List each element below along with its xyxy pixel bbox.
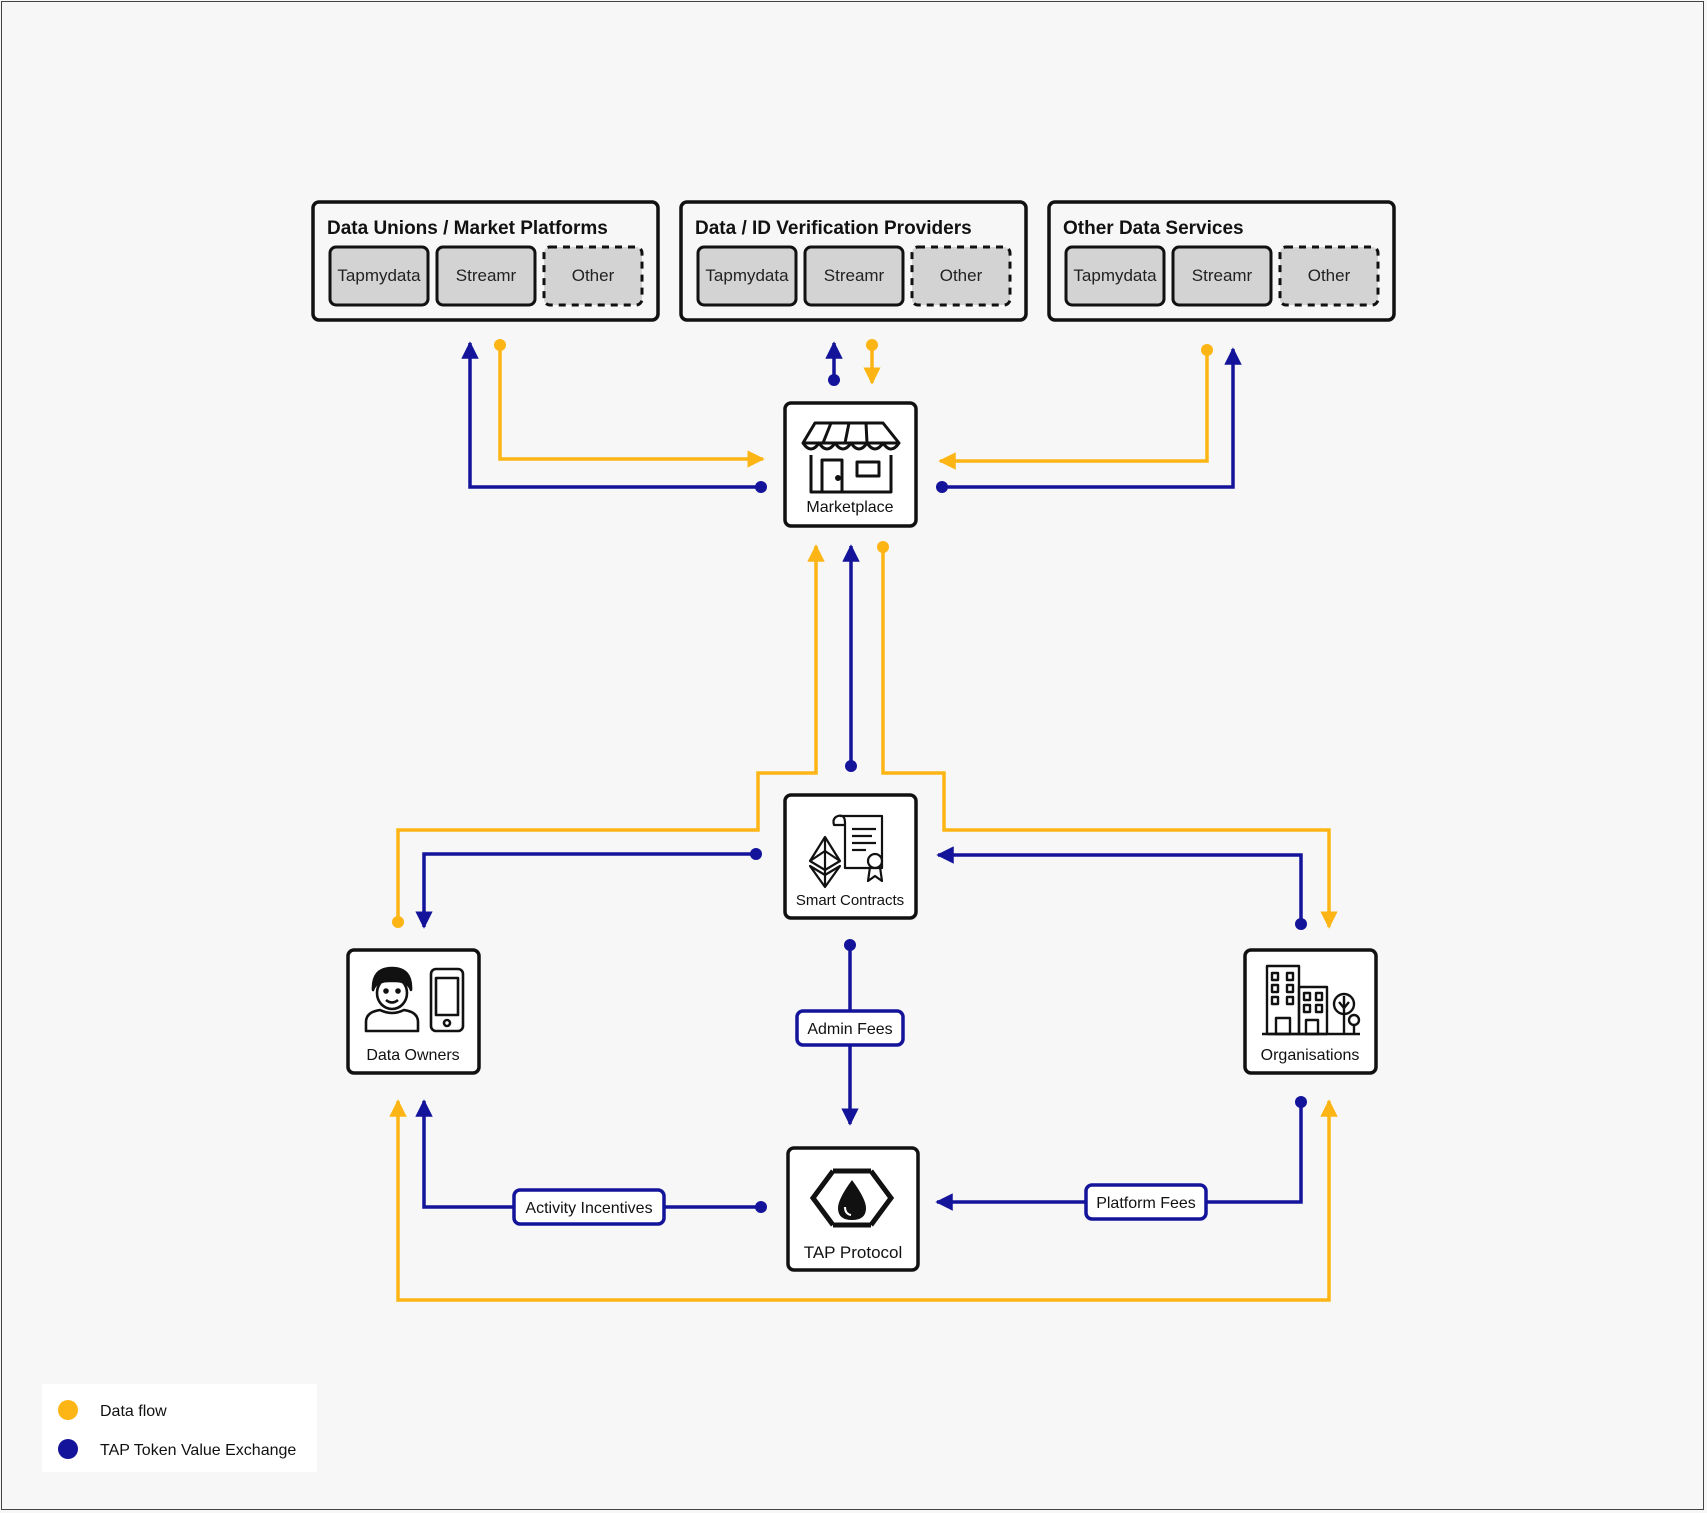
node-label: Organisations bbox=[1261, 1047, 1360, 1064]
connectors bbox=[389, 339, 1338, 1302]
group-verification-providers: Data / ID Verification Providers Tapmyda… bbox=[679, 200, 1028, 322]
svg-text:Streamr: Streamr bbox=[824, 266, 885, 285]
node-label: Data Owners bbox=[366, 1047, 459, 1064]
chip-other[interactable]: Other bbox=[910, 245, 1012, 307]
svg-text:Other: Other bbox=[940, 266, 983, 285]
chip-streamr[interactable]: Streamr bbox=[435, 245, 537, 307]
group-title: Other Data Services bbox=[1063, 218, 1244, 239]
svg-text:Admin Fees: Admin Fees bbox=[807, 1021, 892, 1038]
flow-data-owners-to-marketplace bbox=[396, 544, 825, 922]
chip-other[interactable]: Other bbox=[1278, 245, 1380, 307]
node-label: Marketplace bbox=[806, 499, 893, 516]
svg-text:Tapmydata: Tapmydata bbox=[1073, 266, 1157, 285]
svg-text:Activity Incentives: Activity Incentives bbox=[525, 1200, 652, 1217]
svg-text:Streamr: Streamr bbox=[456, 266, 517, 285]
person-phone-icon bbox=[364, 966, 465, 1033]
node-data-owners[interactable]: Data Owners bbox=[346, 948, 481, 1075]
pill-admin-fees: Admin Fees bbox=[795, 1009, 905, 1047]
group-other-data-services: Other Data Services Tapmydata Streamr Ot… bbox=[1047, 200, 1396, 322]
chip-tapmydata[interactable]: Tapmydata bbox=[696, 245, 798, 307]
ethereum-contract-icon bbox=[808, 814, 884, 889]
svg-text:Other: Other bbox=[572, 266, 615, 285]
svg-text:Streamr: Streamr bbox=[1192, 266, 1253, 285]
flow-data-unions-to-marketplace bbox=[498, 345, 765, 468]
chip-streamr[interactable]: Streamr bbox=[803, 245, 905, 307]
legend-item-data-flow: Data flow bbox=[58, 1400, 167, 1420]
token-marketplace-to-data-unions bbox=[461, 341, 761, 489]
chip-other[interactable]: Other bbox=[542, 245, 644, 307]
token-organisations-to-tap bbox=[935, 1102, 1303, 1211]
svg-text:TAP Token Value Exchange: TAP Token Value Exchange bbox=[100, 1442, 296, 1459]
chip-tapmydata[interactable]: Tapmydata bbox=[328, 245, 430, 307]
group-data-unions: Data Unions / Market Platforms Tapmydata… bbox=[311, 200, 660, 322]
group-title: Data / ID Verification Providers bbox=[695, 218, 972, 239]
token-marketplace-to-other-services bbox=[942, 347, 1242, 489]
token-organisations-to-smart-contracts bbox=[936, 846, 1303, 924]
chip-streamr[interactable]: Streamr bbox=[1171, 245, 1273, 307]
flow-marketplace-to-organisations bbox=[881, 547, 1338, 929]
pill-activity-incentives: Activity Incentives bbox=[512, 1188, 666, 1226]
buildings-icon bbox=[1262, 964, 1361, 1036]
node-marketplace[interactable]: Marketplace bbox=[783, 401, 918, 528]
node-tap-protocol[interactable]: TAP Protocol bbox=[786, 1146, 920, 1272]
node-organisations[interactable]: Organisations bbox=[1243, 948, 1378, 1075]
legend-item-token-exchange: TAP Token Value Exchange bbox=[58, 1439, 296, 1459]
chip-tapmydata[interactable]: Tapmydata bbox=[1064, 245, 1166, 307]
svg-text:Data flow: Data flow bbox=[100, 1403, 167, 1420]
storefront-icon bbox=[801, 421, 901, 494]
token-smart-contracts-to-data-owners bbox=[415, 852, 756, 929]
flow-data-owners-organisations bbox=[389, 1099, 1338, 1302]
legend: Data flow TAP Token Value Exchange bbox=[42, 1384, 317, 1472]
node-label: TAP Protocol bbox=[804, 1243, 903, 1262]
group-title: Data Unions / Market Platforms bbox=[327, 218, 608, 239]
node-smart-contracts[interactable]: Smart Contracts bbox=[783, 793, 918, 920]
flow-other-services-to-marketplace bbox=[938, 350, 1209, 470]
svg-text:Other: Other bbox=[1308, 266, 1351, 285]
svg-text:Platform Fees: Platform Fees bbox=[1096, 1195, 1196, 1212]
node-label: Smart Contracts bbox=[796, 892, 904, 909]
svg-text:Tapmydata: Tapmydata bbox=[337, 266, 421, 285]
svg-text:Tapmydata: Tapmydata bbox=[705, 266, 789, 285]
tap-drop-icon bbox=[809, 1168, 895, 1228]
pill-platform-fees: Platform Fees bbox=[1084, 1183, 1208, 1221]
